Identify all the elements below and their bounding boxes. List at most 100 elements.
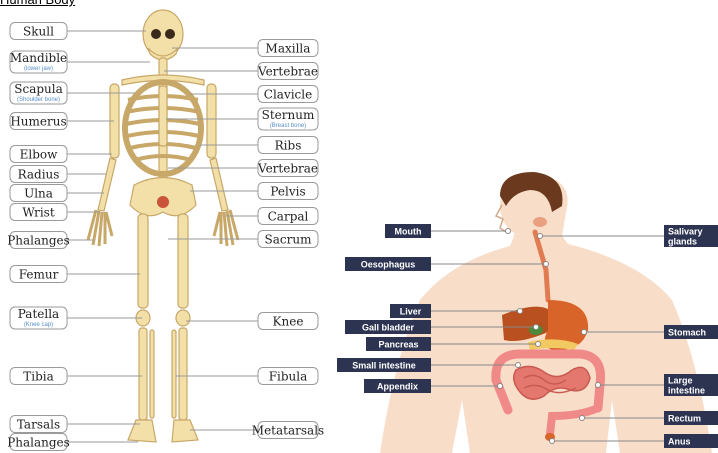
skeleton-label-fibula: Fibula: [176, 368, 318, 385]
label-text: Elbow: [20, 148, 59, 162]
connector-dot: [506, 229, 511, 234]
skeleton-label-femur: Femur: [10, 266, 140, 283]
label-text: Carpal: [268, 210, 309, 224]
connector-dot: [536, 342, 541, 347]
label-text-line2: intestine: [668, 386, 705, 396]
label-subtext: (Breast bone): [270, 123, 306, 129]
label-text: Humerus: [10, 115, 66, 129]
sacrum-shape: [157, 196, 169, 208]
connector-dot: [518, 309, 523, 314]
connector-dot: [596, 383, 601, 388]
label-text: Clavicle: [264, 88, 312, 102]
skeleton-label-sacrum: Sacrum: [168, 231, 318, 248]
label-text: Ulna: [24, 187, 53, 201]
label-text: Metatarsals: [252, 424, 324, 438]
connector-dot: [534, 325, 539, 330]
connector-dot: [582, 330, 587, 335]
fibula-right: [172, 330, 176, 418]
label-text: Rectum: [668, 414, 701, 424]
label-text: Wrist: [22, 206, 55, 220]
label-text: Ribs: [275, 139, 302, 153]
skeleton-label-ribs: Ribs: [200, 137, 318, 154]
salivary-gland-shape: [533, 217, 547, 227]
skeleton-label-metatarsals: Metatarsals: [190, 422, 324, 439]
label-text: Mandible: [10, 51, 67, 65]
label-text-line1: Large: [668, 376, 693, 386]
connector-dot: [538, 234, 543, 239]
patella-right: [176, 310, 190, 326]
label-text: Phalanges: [7, 436, 70, 450]
skeleton-illustration: [88, 10, 238, 442]
skeleton-label-phalanges: Phalanges: [7, 232, 94, 249]
label-text: Anus: [668, 437, 691, 447]
label-subtext: (Knee cap): [24, 322, 53, 328]
label-text: Vertebrae: [257, 65, 318, 79]
label-text: Phalanges: [7, 234, 70, 248]
connector-dot: [550, 439, 555, 444]
label-text: Scapula: [14, 82, 63, 96]
skeleton-label-radius: Radius: [10, 166, 106, 183]
tibia-right: [179, 328, 187, 420]
label-subtext: (lower jaw): [24, 66, 53, 72]
femur-left: [138, 214, 148, 308]
label-text: Patella: [18, 307, 59, 321]
skeleton-label-patella: Patella(Knee cap): [10, 307, 142, 329]
skeleton-label-ulna: Ulna: [10, 185, 104, 202]
forearm-right: [210, 158, 228, 211]
label-text: Vertebrae: [257, 162, 318, 176]
eye-socket-right: [165, 29, 175, 39]
eye-socket-left: [151, 29, 161, 39]
label-text: Radius: [18, 168, 60, 182]
skeleton-label-tarsals: Tarsals: [10, 416, 140, 433]
label-text-line1: Salivary: [668, 227, 703, 237]
connector-dot: [544, 262, 549, 267]
label-text: Pancreas: [378, 340, 418, 350]
skeleton-label-elbow: Elbow: [10, 146, 112, 163]
sternum-shape: [159, 86, 167, 146]
label-text: Sacrum: [265, 233, 313, 247]
label-text: Skull: [23, 25, 54, 39]
skeleton-label-pelvis: Pelvis: [190, 183, 318, 200]
humerus-right: [207, 84, 216, 158]
fibula-left: [150, 330, 154, 418]
skeleton-label-knee: Knee: [186, 313, 318, 330]
skeleton-label-humerus: Humerus: [10, 113, 114, 130]
label-text: Liver: [400, 307, 422, 317]
tibia-left: [139, 328, 147, 420]
hand-right: [214, 210, 238, 246]
label-text: Tarsals: [17, 418, 60, 432]
skeleton-label-mandible: Mandible(lower jaw): [10, 51, 150, 73]
label-text: Knee: [273, 315, 304, 329]
skeleton-label-maxilla: Maxilla: [172, 40, 318, 57]
label-text: Gall bladder: [362, 323, 415, 333]
label-text: Stomach: [668, 328, 706, 338]
skeleton-label-skull: Skull: [10, 23, 146, 40]
label-text: Femur: [19, 268, 59, 282]
label-subtext: (Shoulder bone): [17, 97, 60, 103]
label-text-line2: glands: [668, 237, 697, 247]
label-text: Maxilla: [266, 42, 311, 56]
skeleton-left-labels: SkullMandible(lower jaw) Scapula(Shoulder…: [7, 23, 150, 451]
connector-dot: [516, 363, 521, 368]
hand-left: [88, 210, 112, 246]
femur-right: [178, 214, 188, 308]
label-text: Pelvis: [270, 185, 305, 199]
foot-right: [172, 420, 198, 442]
skeleton-label-tibia: Tibia: [10, 368, 142, 385]
foot-left: [128, 420, 156, 442]
label-text: Mouth: [395, 227, 422, 237]
skeleton-label-wrist: Wrist: [10, 204, 100, 221]
connector-dot: [498, 384, 503, 389]
label-text: Small intestine: [352, 361, 416, 371]
label-text: Fibula: [269, 370, 308, 384]
label-text: Appendix: [377, 382, 418, 392]
label-text: Sternum: [262, 108, 315, 122]
skeleton-label-phalanges: Phalanges: [7, 434, 138, 451]
connector-dot: [580, 416, 585, 421]
label-text: Tibia: [23, 370, 54, 384]
skeleton-label-carpal: Carpal: [226, 208, 318, 225]
label-text: Oesophagus: [361, 260, 416, 270]
forearm-left: [98, 158, 116, 211]
digestive-label-mouth: Mouth: [385, 224, 511, 238]
